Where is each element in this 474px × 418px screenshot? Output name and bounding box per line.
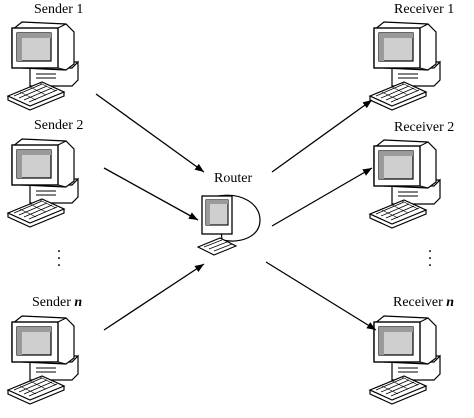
arrow-sender-2-to-router (103, 167, 199, 221)
sender-2-computer-icon (7, 138, 79, 228)
receivers-ellipsis: . . . (428, 239, 432, 270)
arrow-sender-1-to-router (95, 93, 205, 173)
sender-2-label: Sender 2 (34, 118, 84, 133)
sender-1-computer-icon (7, 21, 79, 111)
receiver-1-computer-icon (369, 21, 441, 111)
receiver-2-label: Receiver 2 (394, 120, 455, 135)
receiver-1-label: Receiver 1 (394, 2, 455, 17)
sender-n-label: Sender n (32, 295, 83, 310)
arrow-sender-n-to-router (103, 263, 205, 331)
receiver-2-computer-icon (369, 139, 441, 229)
sender-n-computer-icon (7, 315, 79, 405)
sender-1-label: Sender 1 (34, 2, 84, 17)
receiver-n-computer-icon (369, 315, 441, 405)
arrow-router-to-receiver-1 (271, 99, 373, 173)
receiver-n-label: Receiver n (393, 295, 455, 310)
arrow-router-to-receiver-2 (271, 167, 373, 227)
arrow-router-to-receiver-n (265, 261, 377, 331)
router-icon (197, 194, 261, 256)
router-label: Router (214, 171, 253, 186)
senders-ellipsis: . . . (57, 239, 61, 270)
